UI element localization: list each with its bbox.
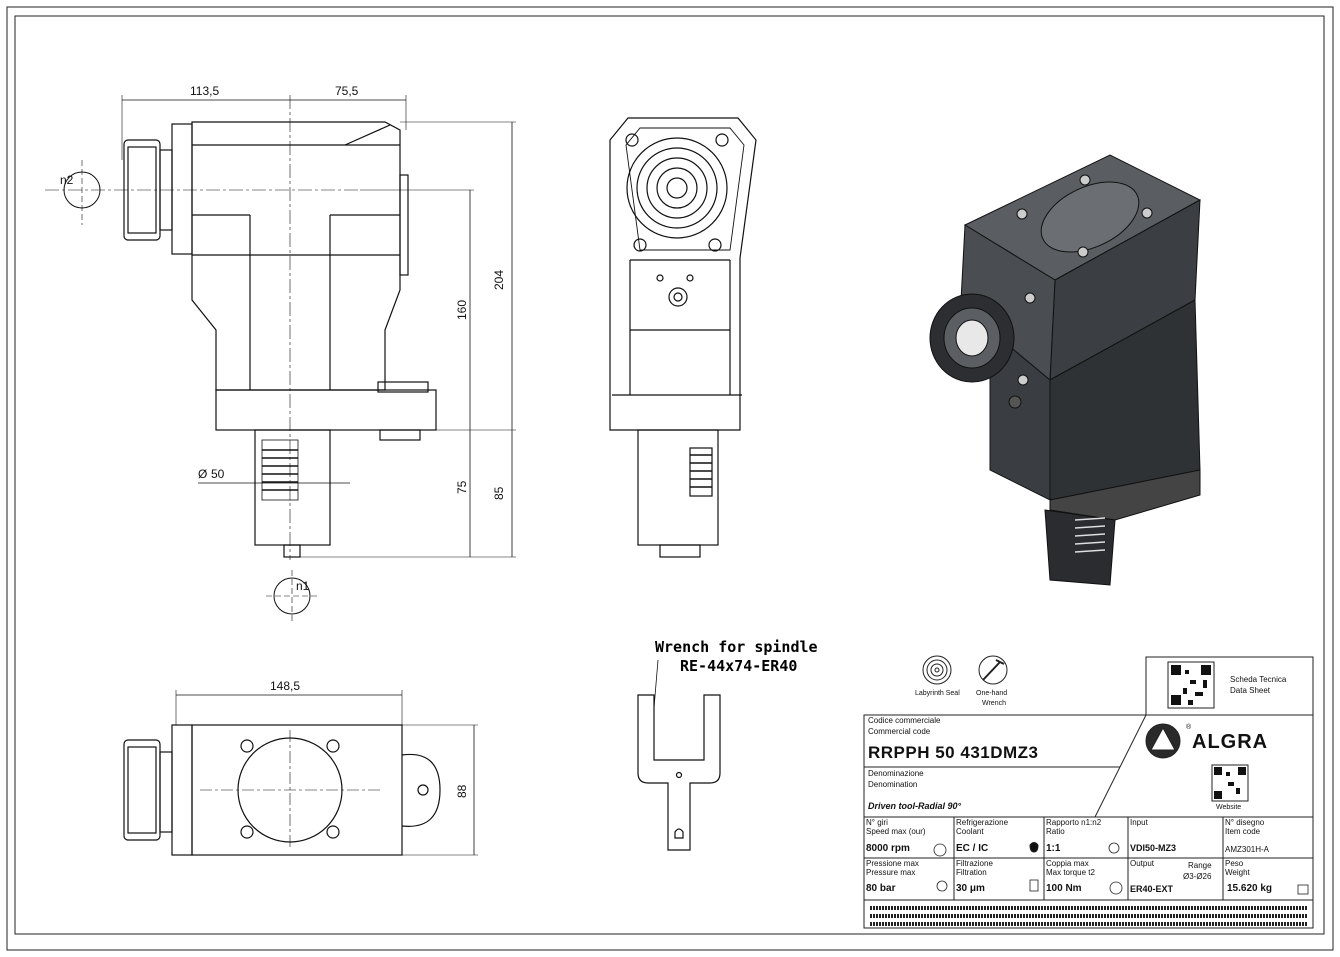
output-range-value: Ø3-Ø26 [1183,872,1212,881]
website-label: Website [1216,804,1242,811]
filtration-label-en: Filtration [956,868,987,877]
commercial-code-label-it: Codice commerciale [868,716,941,725]
inner-border [14,15,1325,935]
isometric-view [929,154,1202,586]
drawing-no-label-en: Item code [1225,827,1261,836]
dim-160: 160 [455,300,469,320]
output-value: ER40-EXT [1130,884,1174,894]
labyrinth-seal-caption: Labyrinth Seal [915,690,960,697]
top-view [123,690,478,856]
denomination-label-en: Denomination [868,780,918,789]
commercial-code-label-en: Commercial code [868,727,931,736]
pressure-label-en: Pressure max [866,868,916,877]
denomination-label-it: Denominazione [868,769,924,778]
dim-75-5: 75,5 [335,84,359,98]
drawing-no-label-it: N° disegno [1225,818,1265,827]
dim-85: 85 [492,486,506,500]
dim-113-5: 113,5 [190,84,219,98]
ratio-label-en: Ratio [1046,827,1065,836]
filtration-value: 30 μm [956,883,985,894]
dim-148-5: 148,5 [270,679,300,693]
rpm-label-it: N° giri [866,818,888,827]
diameter-symbol: Ø [198,467,207,481]
output-label: Output [1130,859,1155,868]
coolant-label-en: Coolant [956,827,984,836]
torque-label-it: Coppia max [1046,859,1089,868]
data-sheet-label-it: Scheda Tecnica [1230,675,1287,684]
ratio-value: 1:1 [1046,843,1061,854]
brand-name: ALGRA [1192,731,1269,753]
torque-label-en: Max torque t2 [1046,868,1095,877]
outer-border [6,6,1334,951]
coolant-value: EC / IC [956,843,989,854]
dim-88: 88 [455,784,469,798]
wrench-note-line-1: Wrench for spindle [655,638,818,656]
dim-75: 75 [455,480,469,494]
data-sheet-label-en: Data Sheet [1230,686,1271,695]
torque-value: 100 Nm [1046,883,1082,894]
input-label: Input [1130,818,1148,827]
qr-pattern [1171,665,1246,799]
brand-registered-mark: ® [1186,724,1192,731]
dim-diameter-50: 50 [211,467,225,481]
pressure-label-it: Pressione max [866,859,919,868]
dim-204: 204 [492,270,506,290]
front-view [609,117,757,558]
wrench-caption-line-2: Wrench [982,700,1006,707]
wrench-caption-line-1: One-hand [976,690,1008,697]
wrench-drawing [637,659,721,851]
denomination-value: Driven tool-Radial 90° [868,801,962,811]
ratio-label-it: Rapporto n1:n2 [1046,818,1102,827]
weight-value: 15.620 kg [1227,883,1273,894]
weight-label-en: Weight [1225,868,1250,877]
weight-label-it: Peso [1225,859,1244,868]
side-view [45,95,516,622]
pressure-value: 80 bar [866,883,896,894]
rpm-label-en: Speed max (our) [866,827,926,836]
wrench-note-line-2: RE-44x74-ER40 [680,657,797,675]
output-range-label: Range [1188,861,1212,870]
rpm-value: 8000 rpm [866,843,910,854]
coolant-label-it: Refrigerazione [956,818,1009,827]
rotation-label-n2: n2 [60,173,74,187]
filtration-label-it: Filtrazione [956,859,993,868]
rotation-label-n1: n1 [296,579,310,593]
input-value: VDI50-MZ3 [1130,843,1177,853]
commercial-code-value: RRPPH 50 431DMZ3 [868,743,1039,762]
drawing-no-value: AMZ301H-A [1225,845,1270,854]
